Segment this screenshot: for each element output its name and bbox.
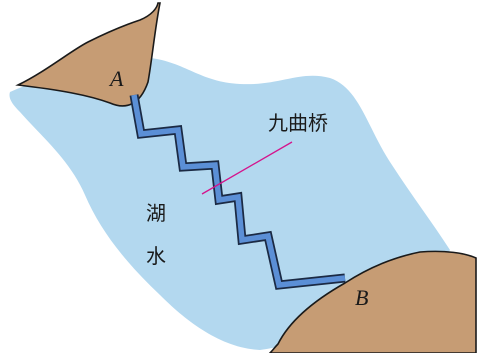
water-label-line2: 水 (146, 244, 166, 268)
water-label-line1: 湖 (146, 201, 166, 225)
point-a-label: A (108, 66, 124, 91)
bridge-label: 九曲桥 (268, 111, 328, 135)
point-b-label: B (355, 285, 368, 310)
